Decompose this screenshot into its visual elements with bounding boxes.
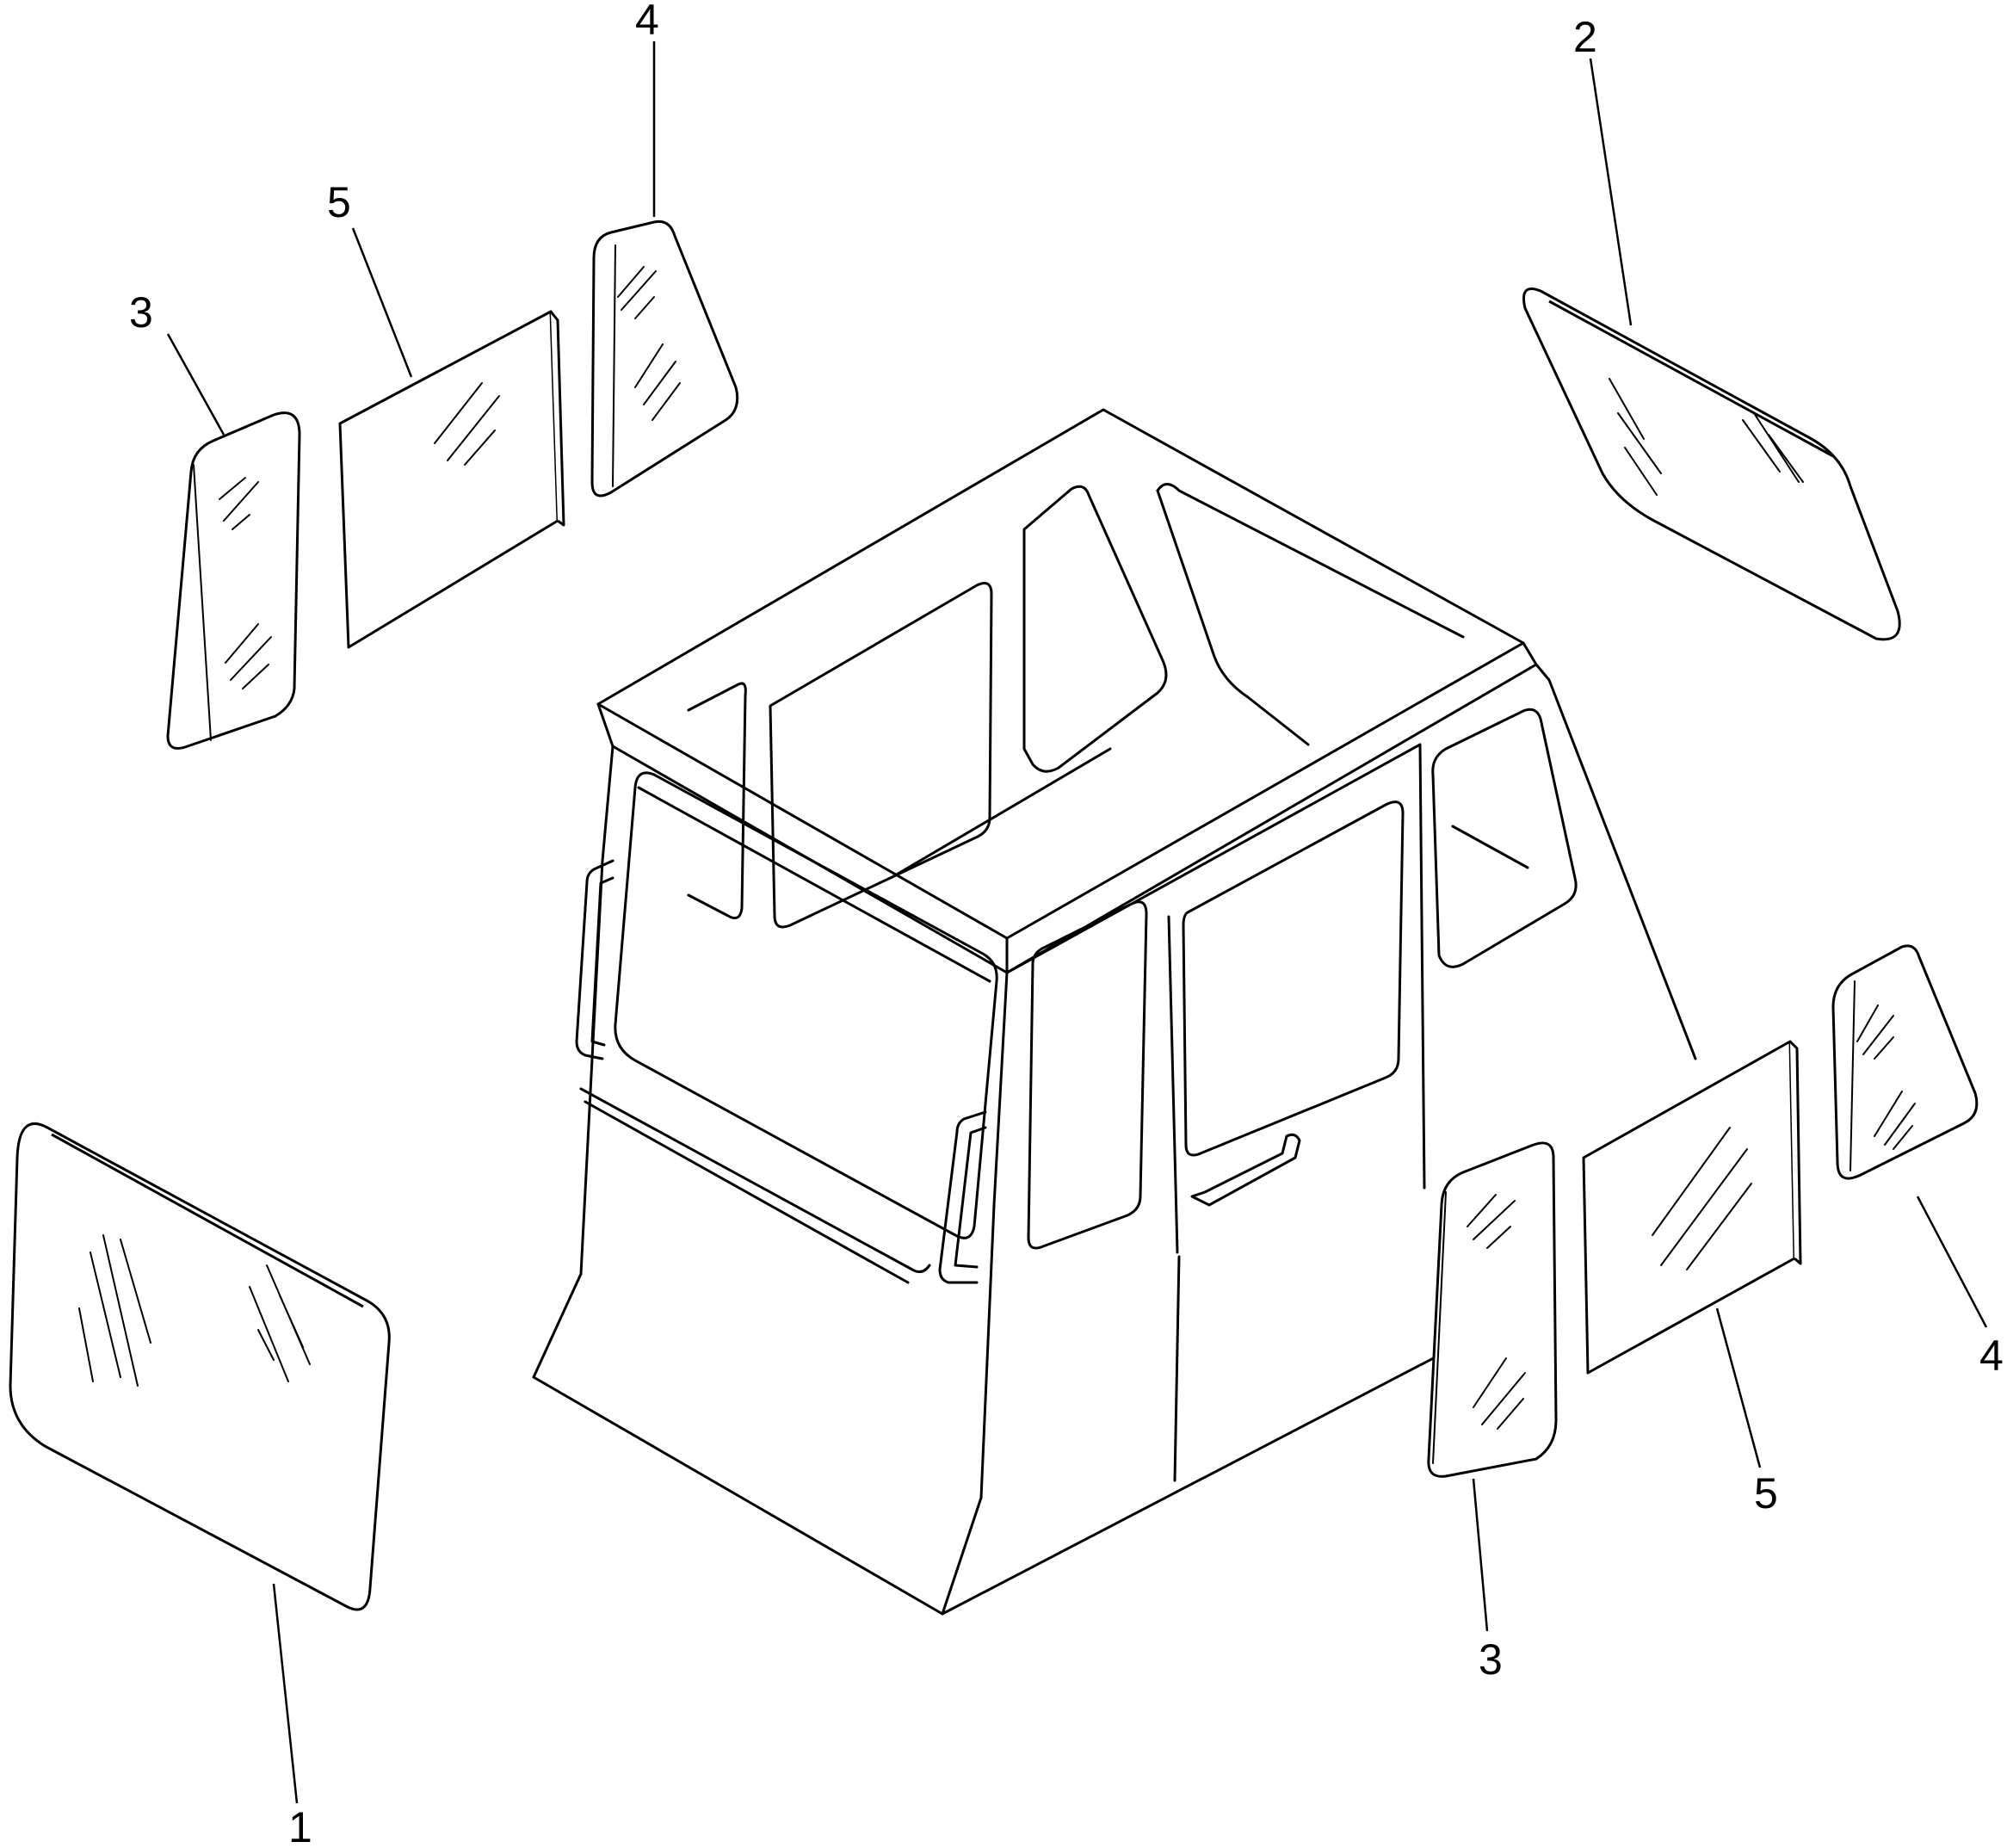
rear-glass-2 [1522, 287, 1901, 641]
left-side-glass-5 [338, 310, 565, 649]
callout-1: 1 [288, 1803, 312, 1848]
cab-lower-body [532, 1375, 983, 1616]
callout-5-right: 5 [1754, 1469, 1778, 1517]
leader-lines [166, 41, 1988, 1804]
front-glass-1 [9, 1122, 391, 1611]
cab-front-frame [579, 745, 614, 1276]
callout-2: 2 [1573, 13, 1597, 61]
cab-frame [532, 408, 1697, 1616]
left-rear-corner-glass-4 [590, 219, 739, 498]
right-rear-corner-glass-4 [1831, 944, 1979, 1180]
callout-5-left: 5 [327, 178, 351, 226]
callout-3-right: 3 [1479, 1635, 1503, 1684]
cab-roof [596, 408, 1525, 940]
right-front-corner-glass-3 [1427, 1141, 1558, 1478]
right-side-glass-5 [1582, 1040, 1802, 1375]
callout-3-left: 3 [129, 288, 153, 337]
left-front-corner-glass-3 [166, 411, 301, 750]
callout-4-right: 4 [1979, 1332, 2004, 1380]
callout-4-left: 4 [635, 0, 659, 44]
callout-numbers: 1 2 3 5 4 3 5 4 [129, 0, 2004, 1848]
